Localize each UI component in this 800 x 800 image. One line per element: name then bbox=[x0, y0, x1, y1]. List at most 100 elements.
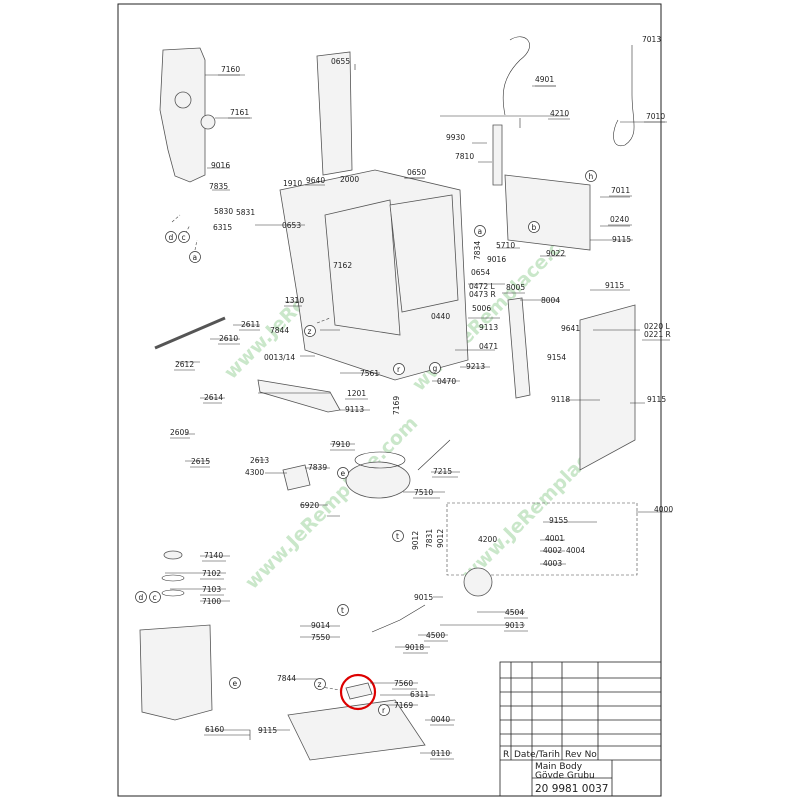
connector-r-label: r bbox=[397, 365, 401, 374]
insulation-sheet-part bbox=[316, 51, 353, 176]
part-label-9115c: 9115 bbox=[647, 395, 666, 404]
part-shapes bbox=[139, 36, 638, 761]
side-panel-0220-part bbox=[579, 304, 636, 471]
upper-spray-arm-part bbox=[159, 47, 206, 183]
hose-9013 bbox=[371, 604, 426, 633]
part-label-7162: 7162 bbox=[333, 261, 352, 270]
part-label-4004: 4004 bbox=[566, 546, 585, 555]
connector-t bbox=[337, 604, 349, 616]
connector-r bbox=[393, 363, 405, 375]
leader bbox=[185, 443, 460, 474]
connector-t-label: t bbox=[396, 532, 399, 541]
tub-interior-part bbox=[324, 199, 401, 336]
part-label-1910: 1910 bbox=[283, 179, 302, 188]
side-strip-part bbox=[507, 297, 531, 399]
connector-z bbox=[314, 678, 326, 690]
leader bbox=[170, 588, 525, 627]
connector-c bbox=[178, 231, 190, 243]
part-label-6315: 6315 bbox=[213, 223, 232, 232]
part-label-0220L: 0220 L bbox=[644, 322, 670, 331]
part-label-7010: 7010 bbox=[646, 112, 665, 121]
part-label-0654: 0654 bbox=[471, 268, 490, 277]
connector-e2-label: e bbox=[233, 679, 238, 688]
connector-dash bbox=[171, 214, 341, 691]
connector-z2-label: z bbox=[318, 680, 322, 689]
part-label-7011: 7011 bbox=[611, 186, 630, 195]
part-label-9930: 9930 bbox=[446, 133, 465, 142]
front-bar-part bbox=[257, 379, 341, 413]
part-label-6160: 6160 bbox=[205, 725, 224, 734]
part-label-7103: 7103 bbox=[202, 585, 221, 594]
softener-ring-7103 bbox=[161, 589, 185, 597]
leader bbox=[258, 729, 452, 754]
part-label-6920: 6920 bbox=[300, 501, 319, 510]
connector-r2-label: r bbox=[382, 706, 386, 715]
sump-seal-7910 bbox=[354, 451, 406, 469]
pump-group-box bbox=[446, 502, 638, 576]
part-labels: 7160 0655 4901 7013 7161 4210 7010 9930 … bbox=[170, 35, 673, 758]
connector-b bbox=[528, 221, 540, 233]
leader bbox=[165, 539, 566, 574]
part-label-5006: 5006 bbox=[472, 304, 491, 313]
water-hose-part bbox=[502, 36, 530, 116]
back-panel-part bbox=[504, 174, 591, 251]
part-label-0221R: 0221 R bbox=[644, 330, 671, 339]
part-label-7510: 7510 bbox=[414, 488, 433, 497]
part-label-9154: 9154 bbox=[547, 353, 566, 362]
part-label-2612: 2612 bbox=[175, 360, 194, 369]
part-label-9022: 9022 bbox=[546, 249, 565, 258]
connector-d2-label: d bbox=[139, 593, 144, 602]
part-label-7140: 7140 bbox=[204, 551, 223, 560]
connector-t bbox=[392, 530, 404, 542]
part-label-7561: 7561 bbox=[360, 369, 379, 378]
part-label-9113b: 9113 bbox=[345, 405, 364, 414]
part-label-0110: 0110 bbox=[431, 749, 450, 758]
connector-e bbox=[229, 677, 241, 689]
part-label-7831: 7831 bbox=[425, 529, 434, 548]
label-underlines bbox=[170, 74, 670, 760]
connector-d bbox=[135, 591, 147, 603]
part-label-9012b: 9012 bbox=[436, 529, 445, 548]
part-label-7810: 7810 bbox=[455, 152, 474, 161]
part-label-9014: 9014 bbox=[311, 621, 330, 630]
leader-lines bbox=[165, 64, 672, 754]
title-block: R Date/Tarih Rev No Main Body Gövde Grub… bbox=[499, 661, 662, 797]
connector-c bbox=[149, 591, 161, 603]
part-label-2000: 2000 bbox=[340, 175, 359, 184]
leader bbox=[290, 624, 525, 680]
part-label-9115a: 9115 bbox=[612, 235, 631, 244]
part-label-2614: 2614 bbox=[204, 393, 223, 402]
leader bbox=[200, 366, 490, 399]
connector-d-label: d bbox=[169, 233, 174, 242]
sheet-frame bbox=[117, 3, 662, 797]
part-label-7160: 7160 bbox=[221, 65, 240, 74]
part-label-2611: 2611 bbox=[241, 320, 260, 329]
rail-2610-part bbox=[154, 316, 226, 350]
leader bbox=[205, 682, 455, 740]
leader bbox=[185, 399, 645, 461]
part-label-4901: 4901 bbox=[535, 75, 554, 84]
part-label-7910: 7910 bbox=[331, 440, 350, 449]
part-label-2615: 2615 bbox=[191, 457, 210, 466]
connector-r bbox=[378, 704, 390, 716]
part-label-0650: 0650 bbox=[407, 168, 426, 177]
title-block-part-number: 20 9981 0037 bbox=[535, 783, 608, 795]
part-label-9115b: 9115 bbox=[605, 281, 624, 290]
title-block-date: Date/Tarih bbox=[514, 750, 560, 760]
leader bbox=[255, 224, 566, 319]
leader bbox=[233, 289, 630, 331]
connector-h bbox=[585, 170, 597, 182]
part-label-4210: 4210 bbox=[550, 109, 569, 118]
part-label-5710: 5710 bbox=[496, 241, 515, 250]
part-label-9012a: 9012 bbox=[411, 531, 420, 550]
title-block-name-tr: Gövde Grubu bbox=[535, 771, 595, 781]
connector-g bbox=[429, 362, 441, 374]
part-label-2613: 2613 bbox=[250, 456, 269, 465]
sump-part bbox=[345, 461, 411, 499]
leader bbox=[305, 177, 633, 241]
connector-z-label: z bbox=[308, 327, 312, 336]
part-label-9213: 9213 bbox=[466, 362, 485, 371]
part-label-1310: 1310 bbox=[285, 296, 304, 305]
connector-a bbox=[474, 225, 486, 237]
